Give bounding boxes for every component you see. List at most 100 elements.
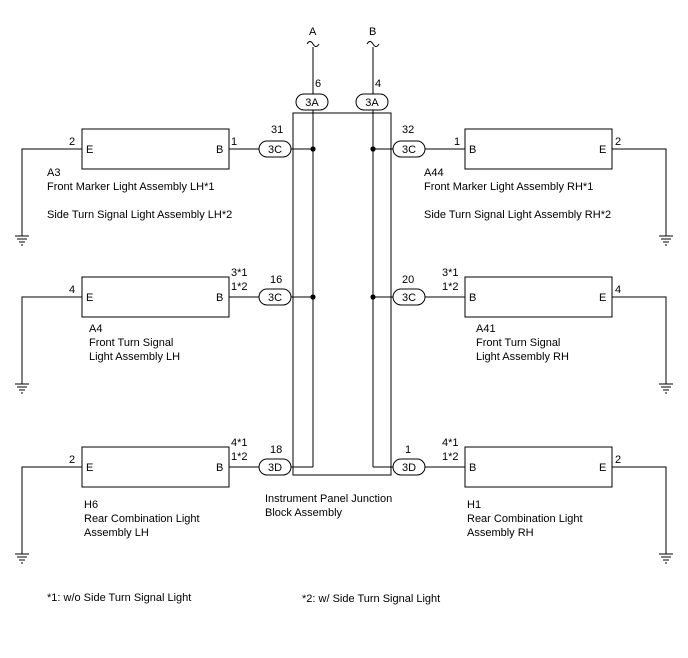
component-box	[81, 276, 230, 318]
component-code: A3	[47, 167, 60, 179]
ground-pin: 4	[69, 284, 75, 296]
ground-icon	[659, 235, 673, 246]
ground-wire	[612, 296, 667, 384]
component-name-line3: Side Turn Signal Light Assembly RH*2	[424, 209, 611, 221]
junction-block-outline	[292, 112, 392, 476]
connector-pin: 31	[271, 124, 283, 136]
terminal-b-label: B	[469, 292, 476, 304]
junction-block-name-line2: Block Assembly	[265, 507, 343, 519]
connector-label: 3C	[268, 144, 282, 156]
ground-wire	[21, 466, 82, 554]
top-connector-right	[355, 93, 389, 111]
terminal-b-pin: 1	[454, 136, 460, 148]
component-name-line1: Front Turn Signal	[89, 337, 173, 349]
terminal-b-label: B	[469, 144, 476, 156]
component-code: H6	[84, 499, 98, 511]
terminal-b-pin: 3*1	[442, 267, 459, 279]
signal-b-label: B	[369, 26, 376, 38]
component-code: A44	[424, 167, 444, 179]
terminal-b-pin-alt: 1*2	[442, 281, 459, 293]
ground-wire	[612, 148, 667, 236]
terminal-b-label: B	[216, 462, 223, 474]
component-name-line1: Front Marker Light Assembly RH*1	[424, 181, 593, 193]
footnote-1: *1: w/o Side Turn Signal Light	[47, 592, 191, 604]
terminal-b-pin: 4*1	[442, 437, 459, 449]
component-name-line3: Side Turn Signal Light Assembly LH*2	[47, 209, 232, 221]
terminal-e-label: E	[599, 462, 606, 474]
component-name-line2: Assembly RH	[467, 527, 534, 539]
ground-icon	[15, 553, 29, 564]
ground-pin: 2	[69, 136, 75, 148]
footnote-2: *2: w/ Side Turn Signal Light	[302, 593, 440, 605]
top-signal-a: A 6 3A	[295, 26, 329, 111]
terminal-e-label: E	[599, 144, 606, 156]
connector-pin: 18	[270, 444, 282, 456]
signal-a-label: A	[309, 26, 317, 38]
terminal-e-label: E	[86, 462, 93, 474]
component-name-line2: Light Assembly RH	[476, 351, 569, 363]
ground-wire	[21, 148, 82, 236]
terminal-b-pin: 1	[231, 136, 237, 148]
terminal-b-label: B	[216, 292, 223, 304]
connector-label: 3C	[268, 292, 282, 304]
terminal-b-pin-alt: 1*2	[231, 451, 248, 463]
terminal-b-pin: 3*1	[231, 267, 248, 279]
top-signal-b: B 4 3A	[355, 26, 389, 111]
terminal-b-pin: 4*1	[231, 437, 248, 449]
terminal-b-pin-alt: 1*2	[442, 451, 459, 463]
terminal-b-pin-alt: 1*2	[231, 281, 248, 293]
ground-icon	[659, 383, 673, 394]
terminal-e-label: E	[599, 292, 606, 304]
terminal-e-label: E	[86, 144, 93, 156]
terminal-e-label: E	[86, 292, 93, 304]
connector-label: 3C	[402, 144, 416, 156]
connector-label: 3D	[402, 462, 416, 474]
component-box	[464, 446, 613, 488]
ground-wire	[21, 296, 82, 384]
component-h6: 2 E B 4*1 1*2 18 3D H6 Rear Combination …	[15, 437, 313, 564]
component-name-line1: Rear Combination Light	[84, 513, 200, 525]
component-box	[81, 446, 230, 488]
ground-icon	[659, 553, 673, 564]
connector-pin: 32	[402, 124, 414, 136]
terminal-b-label: B	[469, 462, 476, 474]
component-name-line1: Front Turn Signal	[476, 337, 560, 349]
ground-pin: 4	[615, 284, 621, 296]
top-connector-left-label: 3A	[305, 97, 319, 109]
connector-label: 3D	[268, 462, 282, 474]
component-a4: 4 E B 3*1 1*2 16 3C A4 Front Turn Signal…	[15, 267, 313, 394]
connector-pin: 1	[405, 444, 411, 456]
component-name-line1: Rear Combination Light	[467, 513, 583, 525]
component-a3: 2 E B 1 31 3C A3 Front Marker Light Asse…	[15, 124, 313, 246]
component-box	[81, 128, 230, 170]
ground-pin: 2	[615, 454, 621, 466]
wire-break-icon	[306, 41, 320, 47]
internal-bus	[310, 110, 376, 467]
component-name-line1: Front Marker Light Assembly LH*1	[47, 181, 215, 193]
connector-pin: 16	[270, 274, 282, 286]
ground-wire	[612, 466, 667, 554]
component-code: A41	[476, 323, 496, 335]
footnotes: *1: w/o Side Turn Signal Light *2: w/ Si…	[47, 592, 440, 605]
ground-icon	[15, 383, 29, 394]
top-connector-right-label: 3A	[365, 97, 379, 109]
connector-pin: 20	[402, 274, 414, 286]
component-name-line2: Assembly LH	[84, 527, 149, 539]
connector-label: 3C	[402, 292, 416, 304]
junction-block-name-line1: Instrument Panel Junction	[265, 493, 392, 505]
top-connector-left	[295, 93, 329, 111]
junction-block: Instrument Panel Junction Block Assembly	[265, 112, 392, 519]
component-h1: 1 3D 4*1 1*2 B E 2 H1 Rear Combination L…	[373, 437, 673, 564]
component-box	[464, 128, 613, 170]
ground-icon	[15, 235, 29, 246]
ground-pin: 2	[615, 136, 621, 148]
component-code: H1	[467, 499, 481, 511]
component-name-line2: Light Assembly LH	[89, 351, 180, 363]
component-box	[464, 276, 613, 318]
wire-break-icon	[366, 41, 380, 47]
terminal-b-label: B	[216, 144, 223, 156]
ground-pin: 2	[69, 454, 75, 466]
top-connector-right-pin: 4	[375, 78, 381, 90]
component-a44: 32 3C 1 B E 2 A44 Front Marker Light Ass…	[373, 124, 673, 246]
